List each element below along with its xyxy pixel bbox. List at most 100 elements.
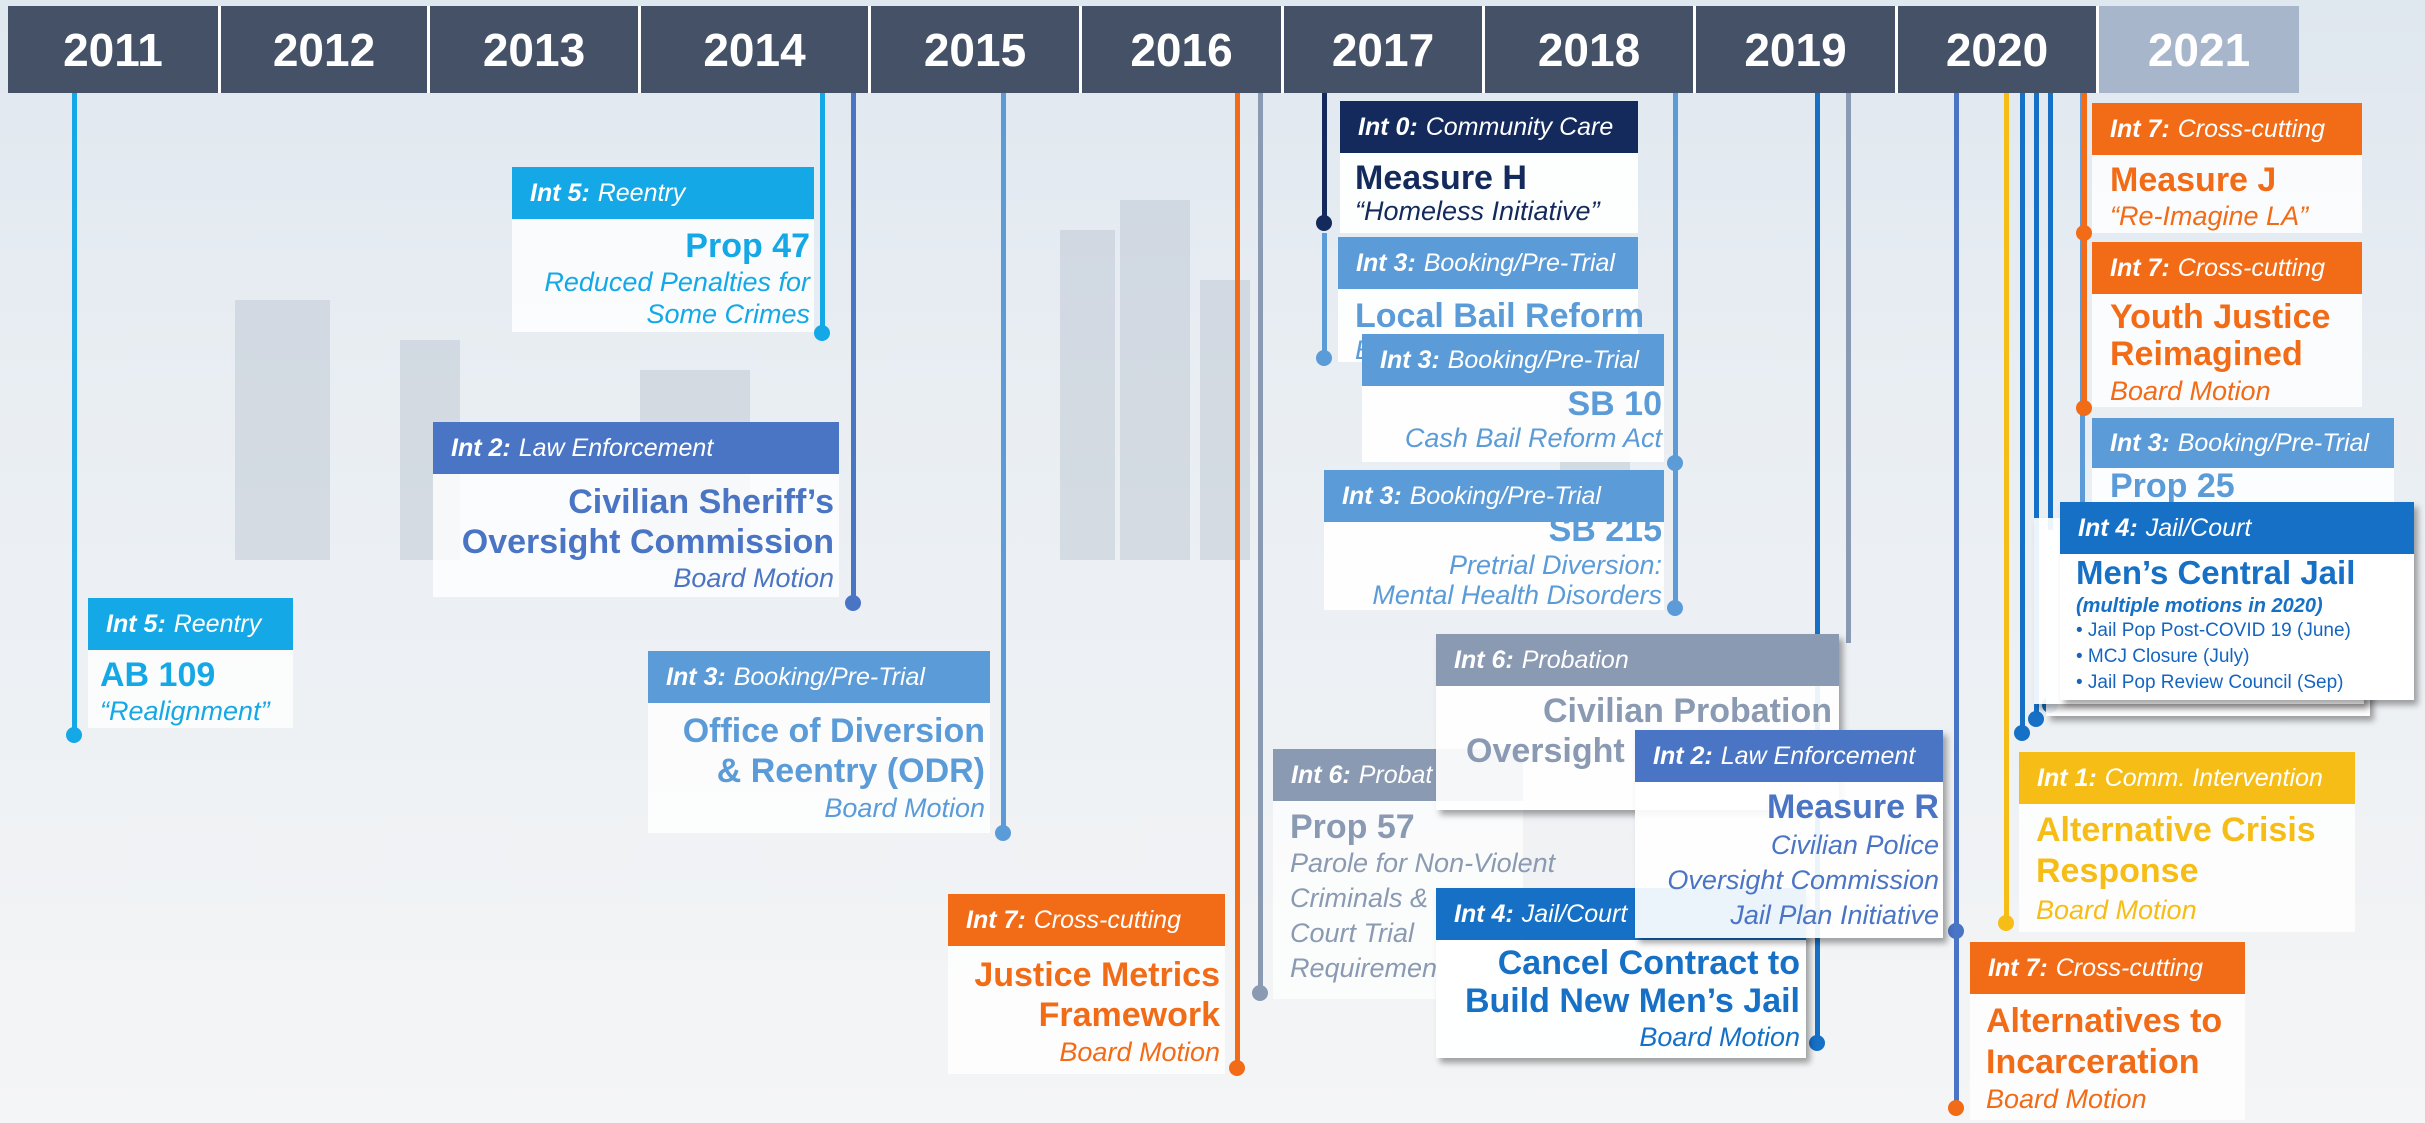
measure-h-marker	[1316, 215, 1332, 231]
civilian-probation-header: Int 6:Probation	[1436, 634, 1839, 686]
sb10-connector	[1673, 93, 1678, 463]
year-2012: 2012	[221, 6, 430, 93]
odr-title-1: Office of Diversion	[682, 712, 985, 750]
justice-metrics-marker	[1229, 1060, 1245, 1076]
prop47-marker	[814, 325, 830, 341]
sb215-header: Int 3:Booking/Pre-Trial	[1324, 470, 1664, 522]
mens-central-jail-header: Int 4:Jail/Court	[2060, 502, 2414, 554]
justice-metrics-title-2: Framework	[1038, 996, 1220, 1034]
odr-connector	[1001, 93, 1006, 833]
prop57-subtitle-2: Criminals &	[1290, 883, 1429, 913]
prop57-connector	[1258, 93, 1263, 993]
measure-h-subtitle: “Homeless Initiative”	[1355, 196, 1600, 226]
measure-j-marker	[2076, 225, 2092, 241]
civilian-sheriff-connector	[851, 93, 856, 603]
prop25-title: Prop 25	[2110, 467, 2235, 505]
mens-central-jail-title: Men’s Central Jail	[2076, 554, 2356, 591]
measure-r-title: Measure R	[1767, 788, 1939, 826]
year-2016: 2016	[1082, 6, 1284, 93]
civilian-sheriff-subtitle: Board Motion	[673, 563, 834, 593]
prop57-subtitle-4: Requiremen	[1290, 953, 1438, 983]
civilian-probation-title-1: Civilian Probation	[1542, 692, 1832, 730]
odr-subtitle: Board Motion	[824, 793, 985, 823]
odr-marker	[995, 825, 1011, 841]
sb10-marker	[1667, 455, 1683, 471]
sb215-subtitle-1: Pretrial Diversion:	[1448, 550, 1662, 580]
sb215-subtitle-2: Mental Health Disorders	[1372, 580, 1662, 610]
measure-h-title: Measure H	[1355, 159, 1527, 197]
cancel-contract-marker	[1809, 1035, 1825, 1051]
youth-justice-marker	[2076, 400, 2092, 416]
alt-incarceration-marker	[1948, 1100, 1964, 1116]
sb10-header: Int 3:Booking/Pre-Trial	[1362, 334, 1664, 386]
alt-incarceration-title-2: Incarceration	[1986, 1043, 2200, 1081]
prop57-title: Prop 57	[1290, 808, 1415, 846]
mcj-connector-1	[2020, 93, 2025, 733]
mcj-connector-3	[2048, 93, 2053, 705]
measure-r-subtitle-2: Oversight Commission	[1667, 865, 1939, 895]
measure-h-connector	[1322, 93, 1327, 223]
prop25-header: Int 3:Booking/Pre-Trial	[2092, 418, 2394, 468]
sb215-connector	[1673, 470, 1678, 610]
alt-crisis-connector	[2004, 93, 2009, 923]
cancel-contract-title-1: Cancel Contract to	[1497, 944, 1800, 982]
ab109-connector	[72, 93, 77, 733]
measure-r-subtitle-3: Jail Plan Initiative	[1730, 900, 1939, 930]
prop47-header: Int 5:Reentry	[512, 167, 814, 219]
mens-central-jail-bullet-2: • MCJ Closure (July)	[2076, 646, 2250, 667]
measure-r-subtitle-1: Civilian Police	[1770, 830, 1939, 860]
alt-incarceration-header: Int 7:Cross-cutting	[1970, 942, 2245, 994]
youth-justice-header: Int 7:Cross-cutting	[2092, 242, 2362, 294]
youth-justice-title-1: Youth Justice	[2110, 298, 2331, 336]
cancel-contract-title-2: Build New Men’s Jail	[1464, 982, 1800, 1020]
year-2014: 2014	[641, 6, 871, 93]
prop47-connector	[820, 93, 825, 333]
prop47-subtitle-2: Some Crimes	[646, 299, 810, 329]
civilian-probation-title-2: Oversight	[1466, 732, 1625, 770]
measure-r-marker	[1948, 923, 1964, 939]
odr-header: Int 3:Booking/Pre-Trial	[648, 651, 990, 703]
background-skyline	[235, 200, 1630, 560]
measure-j-subtitle: “Re-Imagine LA”	[2110, 201, 2309, 231]
measure-j-connector	[2082, 93, 2087, 233]
year-2018: 2018	[1485, 6, 1696, 93]
alt-incarceration-title-1: Alternatives to	[1986, 1002, 2223, 1040]
sb215-title: SB 215	[1548, 511, 1662, 549]
odr-title-2: & Reentry (ODR)	[716, 752, 985, 790]
local-bail-marker	[1316, 350, 1332, 366]
sb215-marker	[1667, 600, 1683, 616]
local-bail-title: Local Bail Reform	[1355, 297, 1645, 335]
year-2017: 2017	[1284, 6, 1485, 93]
justice-metrics-connector	[1235, 93, 1240, 1068]
cancel-contract-subtitle: Board Motion	[1639, 1022, 1800, 1052]
alt-crisis-marker	[1998, 915, 2014, 931]
ab109-subtitle: “Realignment”	[100, 696, 270, 726]
justice-metrics-title-1: Justice Metrics	[974, 956, 1220, 994]
mcj-marker-1	[2014, 725, 2030, 741]
sb10-title: SB 10	[1567, 385, 1663, 423]
civilian-sheriff-header: Int 2:Law Enforcement	[433, 422, 839, 474]
justice-metrics-header: Int 7:Cross-cutting	[948, 894, 1225, 946]
prop57-subtitle-1: Parole for Non-Violent	[1290, 848, 1556, 878]
prop57-subtitle-3: Court Trial	[1290, 918, 1415, 948]
civilian-sheriff-title-2: Oversight Commission	[461, 523, 834, 561]
alt-crisis-subtitle: Board Motion	[2036, 895, 2197, 925]
mens-central-jail-bullet-1: • Jail Pop Post-COVID 19 (June)	[2076, 620, 2351, 641]
mens-central-jail-bullet-3: • Jail Pop Review Council (Sep)	[2076, 672, 2344, 693]
prop47-subtitle-1: Reduced Penalties for	[544, 267, 810, 297]
year-2011: 2011	[8, 6, 221, 93]
justice-metrics-subtitle: Board Motion	[1059, 1037, 1220, 1067]
mcj-marker-2	[2028, 711, 2044, 727]
ab109-header: Int 5:Reentry	[88, 598, 293, 650]
alt-incarceration-subtitle: Board Motion	[1986, 1084, 2147, 1114]
alt-crisis-title-1: Alternative Crisis	[2036, 811, 2316, 849]
local-bail-header: Int 3:Booking/Pre-Trial	[1338, 237, 1638, 289]
measure-r-header: Int 2:Law Enforcement	[1635, 730, 1943, 782]
youth-justice-subtitle: Board Motion	[2110, 376, 2271, 406]
youth-justice-title-2: Reimagined	[2110, 335, 2303, 373]
prop57-marker	[1252, 985, 1268, 1001]
year-2020: 2020	[1898, 6, 2099, 93]
ab109-marker	[66, 727, 82, 743]
year-2015: 2015	[871, 6, 1082, 93]
youth-justice-connector	[2082, 238, 2087, 408]
